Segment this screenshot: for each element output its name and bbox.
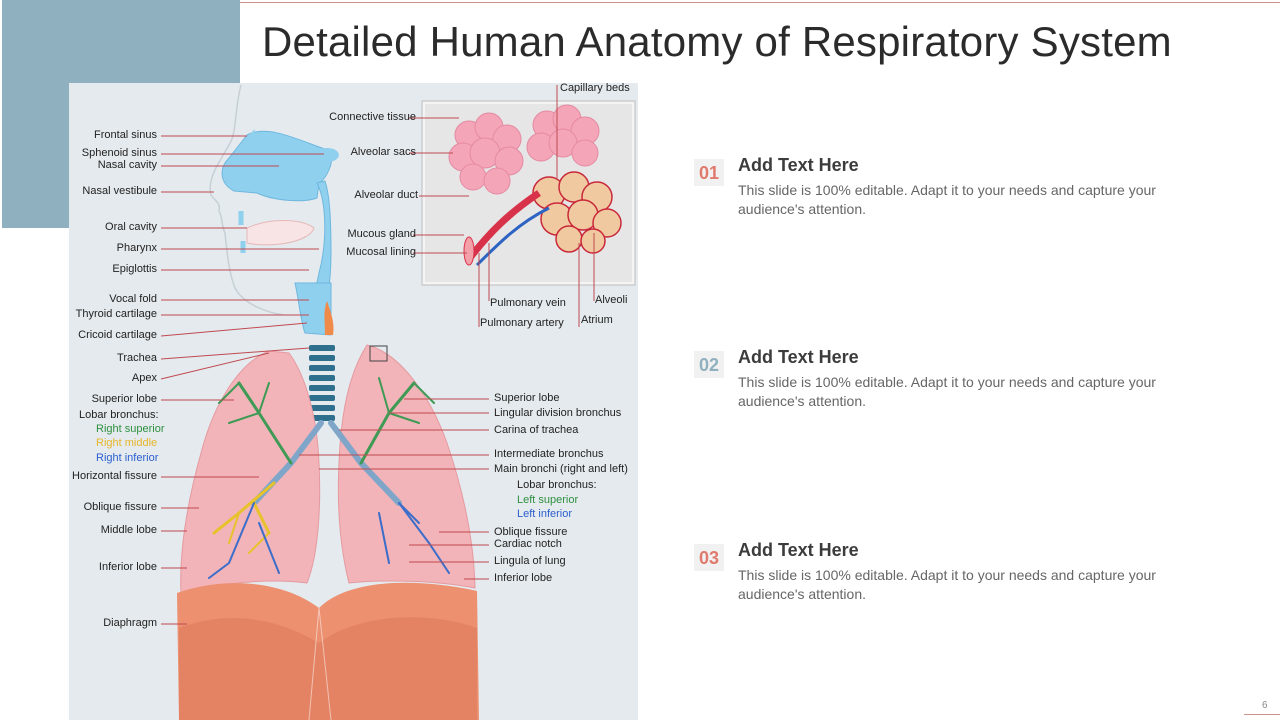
label-thyroid-cartilage: Thyroid cartilage	[75, 308, 157, 320]
label-pulmonary-artery: Pulmonary artery	[480, 317, 564, 329]
anatomy-illustration	[160, 84, 636, 720]
respiratory-diagram: Frontal sinus Sphenoid sinus Nasal cavit…	[69, 82, 638, 720]
page-number-rule	[1244, 714, 1280, 715]
top-rule	[240, 2, 1280, 3]
page-number: 6	[1262, 700, 1268, 711]
label-inferior-lobe-left: Inferior lobe	[494, 572, 553, 584]
label-inferior-lobe-right: Inferior lobe	[98, 561, 157, 573]
item-number: 01	[694, 159, 724, 186]
item-title: Add Text Here	[738, 155, 859, 175]
item-title: Add Text Here	[738, 540, 859, 560]
label-capillary-beds: Capillary beds	[560, 82, 630, 94]
label-connective-tissue: Connective tissue	[329, 111, 416, 123]
slide-title: Detailed Human Anatomy of Respiratory Sy…	[262, 18, 1172, 65]
label-oblique-fissure-left: Oblique fissure	[494, 526, 568, 538]
label-superior-lobe-right: Superior lobe	[91, 393, 157, 405]
label-right-superior: Right superior	[96, 423, 165, 435]
label-epiglottis: Epiglottis	[112, 263, 157, 275]
label-nasal-vestibule: Nasal vestibule	[82, 185, 157, 197]
label-oblique-fissure-right: Oblique fissure	[83, 501, 157, 513]
label-cardiac-notch: Cardiac notch	[494, 538, 562, 550]
label-mucosal-lining: Mucosal lining	[346, 246, 416, 258]
label-trachea: Trachea	[117, 352, 157, 364]
label-vocal-fold: Vocal fold	[109, 293, 157, 305]
label-main-bronchi: Main bronchi (right and left)	[494, 463, 628, 475]
label-superior-lobe-left: Superior lobe	[494, 392, 560, 404]
label-lobar-bronchus-left: Lobar bronchus:	[517, 479, 597, 491]
item-number: 02	[694, 351, 724, 378]
item-number: 03	[694, 544, 724, 571]
label-pulmonary-vein: Pulmonary vein	[490, 297, 566, 309]
label-left-inferior: Left inferior	[517, 508, 573, 520]
item-description: This slide is 100% editable. Adapt it to…	[738, 567, 1156, 602]
label-right-middle: Right middle	[96, 437, 158, 449]
label-right-inferior: Right inferior	[96, 452, 159, 464]
label-left-superior: Left superior	[517, 494, 579, 506]
label-sphenoid-sinus: Sphenoid sinus	[81, 147, 157, 159]
label-alveolar-sacs: Alveolar sacs	[350, 146, 416, 158]
item-title: Add Text Here	[738, 347, 859, 367]
label-apex: Apex	[131, 372, 157, 384]
label-lingular-division-bronchus: Lingular division bronchus	[494, 407, 622, 419]
label-nasal-cavity: Nasal cavity	[97, 159, 157, 171]
label-oral-cavity: Oral cavity	[105, 221, 157, 233]
label-mucous-gland: Mucous gland	[347, 228, 417, 240]
label-horizontal-fissure: Horizontal fissure	[72, 470, 157, 482]
label-carina-of-trachea: Carina of trachea	[494, 424, 579, 436]
label-alveolar-duct: Alveolar duct	[354, 189, 418, 201]
label-alveoli: Alveoli	[595, 294, 628, 306]
label-pharynx: Pharynx	[116, 242, 157, 254]
label-middle-lobe: Middle lobe	[100, 524, 157, 536]
label-diaphragm: Diaphragm	[103, 617, 157, 629]
label-cricoid-cartilage: Cricoid cartilage	[78, 329, 157, 341]
label-intermediate-bronchus: Intermediate bronchus	[494, 448, 604, 460]
label-atrium: Atrium	[581, 314, 613, 326]
item-description: This slide is 100% editable. Adapt it to…	[738, 374, 1156, 409]
label-lobar-bronchus-right: Lobar bronchus:	[79, 409, 159, 421]
label-lingula-of-lung: Lingula of lung	[494, 555, 566, 567]
item-description: This slide is 100% editable. Adapt it to…	[738, 182, 1156, 217]
label-frontal-sinus: Frontal sinus	[94, 129, 157, 141]
